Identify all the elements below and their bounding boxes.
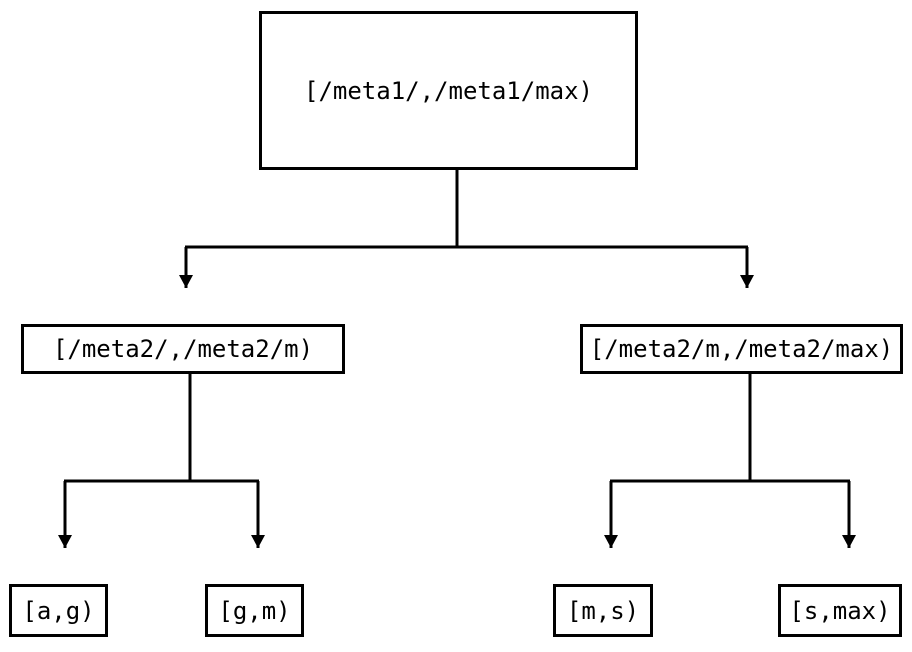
edge-root-to-level1 <box>179 170 754 288</box>
node-mid-right-label: [/meta2/m,/meta2/max) <box>589 335 894 363</box>
node-root[interactable]: [/meta1/,/meta1/max) <box>259 11 638 170</box>
node-mid-right[interactable]: [/meta2/m,/meta2/max) <box>580 324 903 374</box>
node-leaf-ms-label: [m,s) <box>566 596 640 625</box>
node-leaf-gm-label: [g,m) <box>218 596 291 625</box>
edge-mid-left-to-leaves <box>58 374 265 548</box>
node-leaf-ag-label: [a,g) <box>22 596 95 625</box>
node-mid-left-label: [/meta2/,/meta2/m) <box>52 335 314 363</box>
node-root-label: [/meta1/,/meta1/max) <box>304 76 593 105</box>
node-leaf-smax-label: [s,max) <box>789 596 891 625</box>
node-leaf-gm[interactable]: [g,m) <box>205 584 304 637</box>
node-leaf-ag[interactable]: [a,g) <box>9 584 108 637</box>
edge-mid-right-to-leaves <box>604 374 856 548</box>
node-mid-left[interactable]: [/meta2/,/meta2/m) <box>21 324 345 374</box>
node-leaf-smax[interactable]: [s,max) <box>778 584 902 637</box>
node-leaf-ms[interactable]: [m,s) <box>553 584 653 637</box>
